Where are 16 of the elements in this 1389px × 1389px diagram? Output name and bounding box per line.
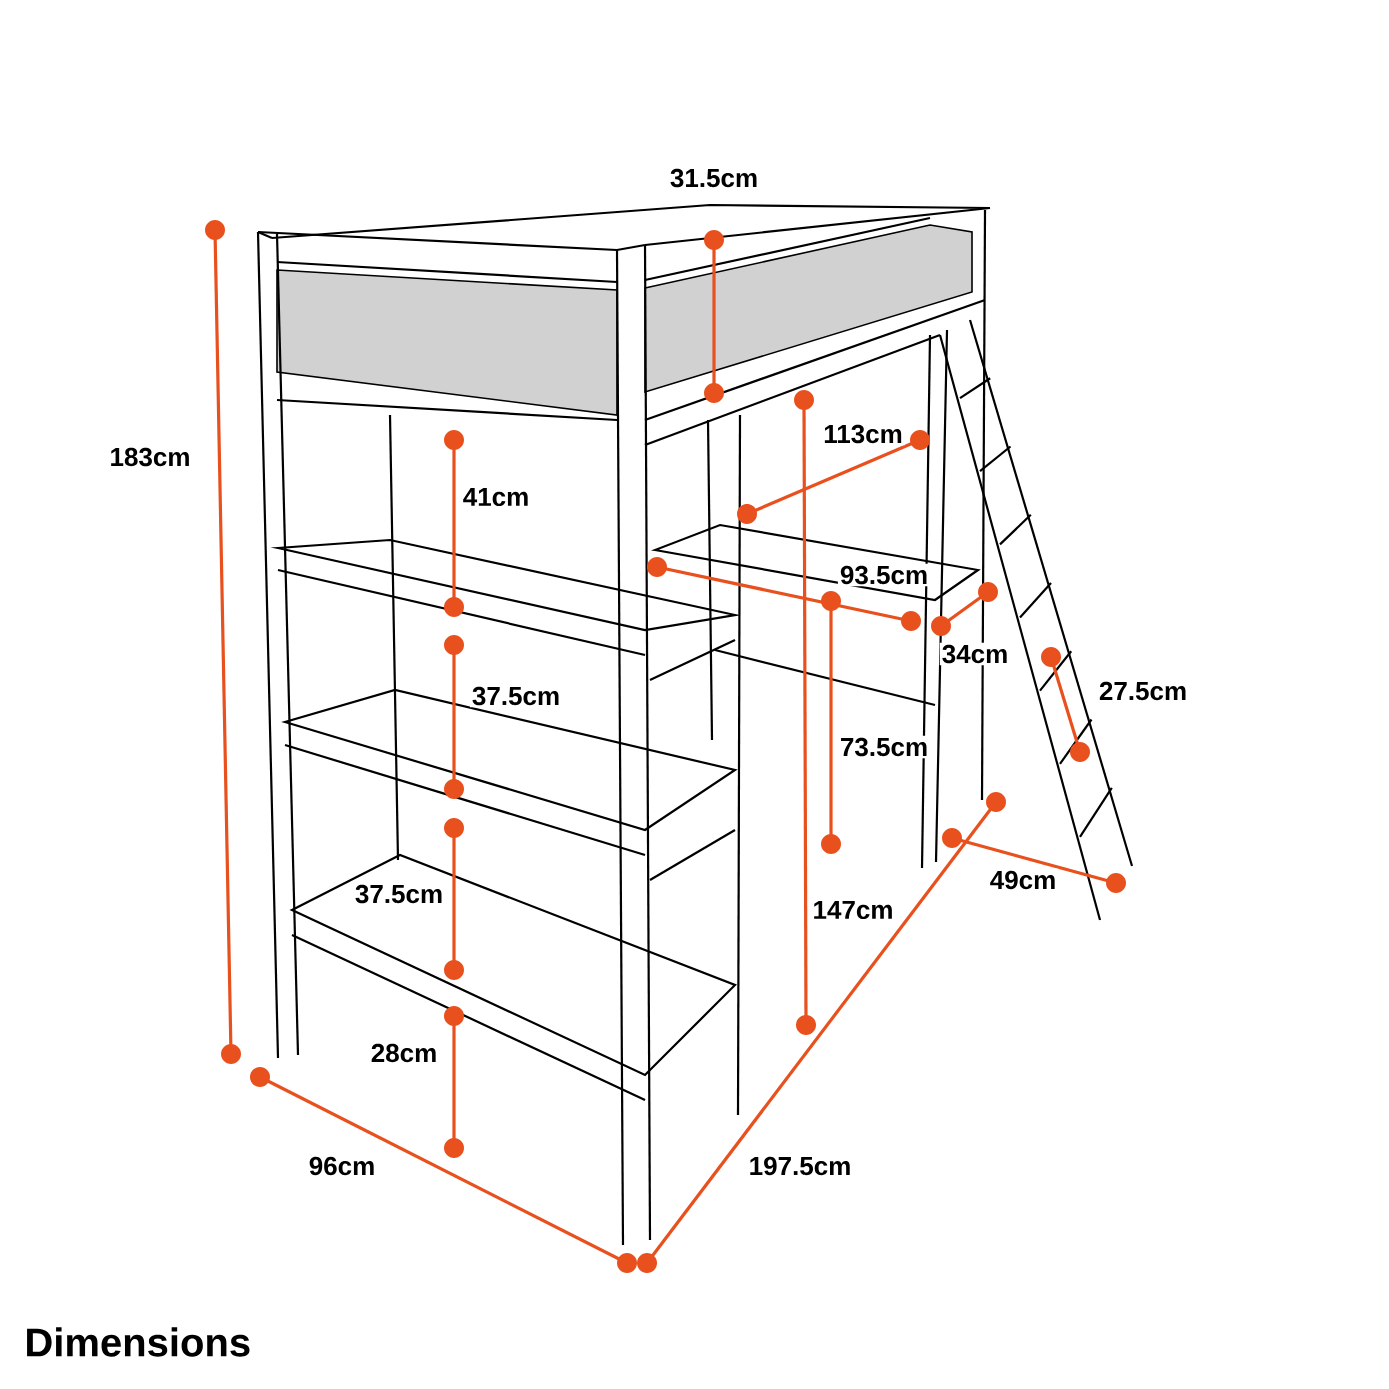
dimension-label: 37.5cm: [352, 882, 446, 906]
page-title: Dimensions: [27, 1327, 250, 1357]
dimension-label: 27.5cm: [1096, 679, 1190, 703]
dimension-label: 34cm: [939, 642, 1011, 666]
dimension-label: 73.5cm: [837, 735, 931, 759]
dimension-label: 28cm: [368, 1041, 440, 1065]
dimension-label: 197.5cm: [746, 1154, 854, 1178]
dimension-label: 113cm: [821, 422, 905, 446]
dimension-label: 41cm: [460, 485, 532, 509]
dimension-label: 147cm: [810, 898, 896, 922]
dimension-label: 183cm: [107, 445, 193, 469]
dimension-label: 49cm: [987, 868, 1059, 892]
dimension-label: 96cm: [306, 1154, 378, 1178]
dimension-label: 37.5cm: [469, 684, 563, 708]
dimension-label: 93.5cm: [837, 563, 931, 587]
dimension-label: 31.5cm: [667, 166, 761, 190]
